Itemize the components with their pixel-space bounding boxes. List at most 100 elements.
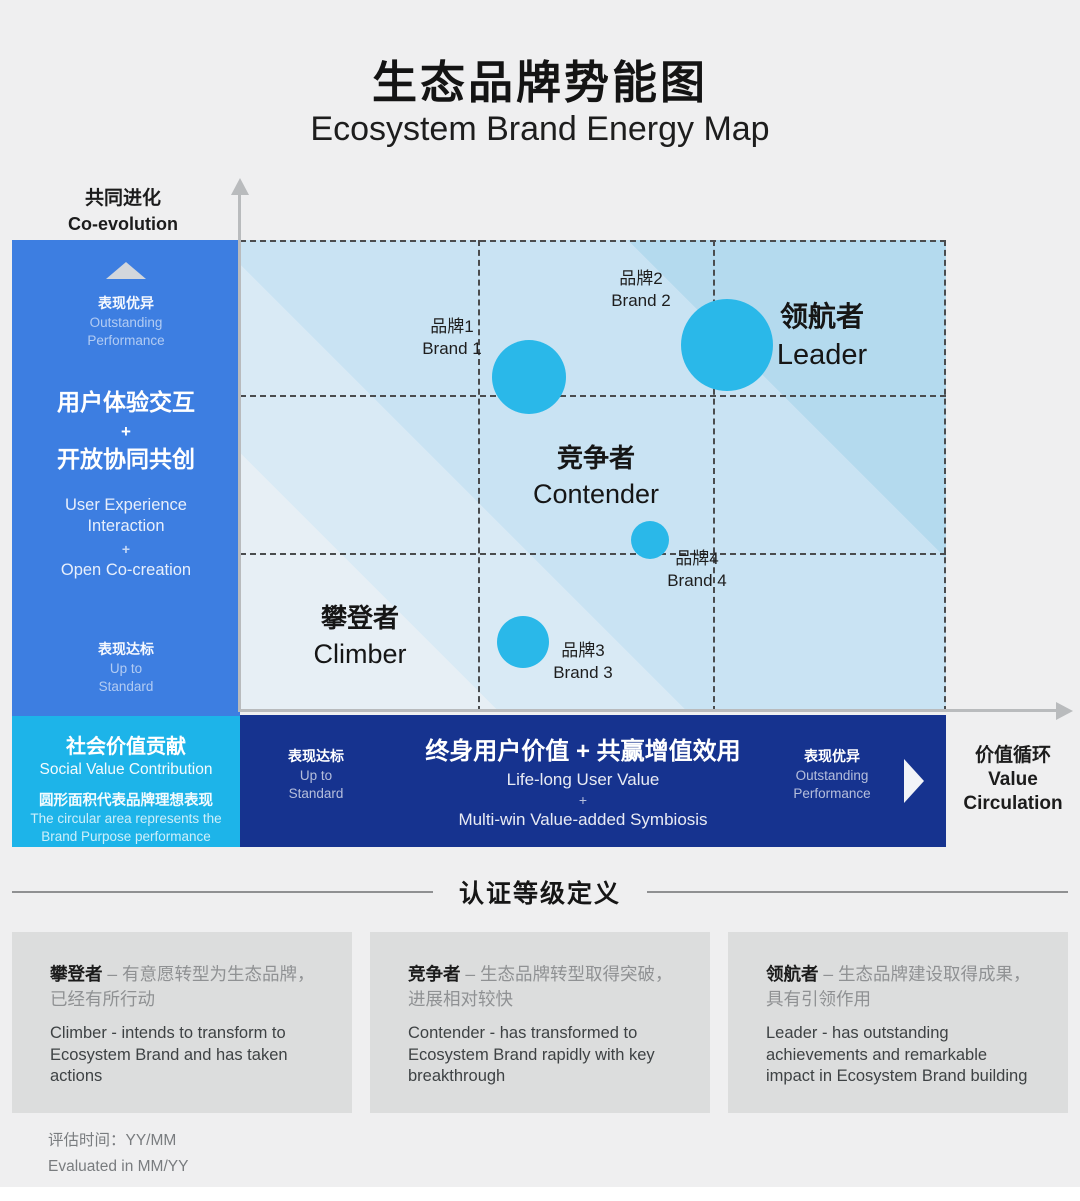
x-scale-left-zh: 表现达标 — [288, 748, 344, 764]
bubble-note-en2: Brand Purpose performance — [41, 828, 211, 844]
y-dim-en3: Open Co-creation — [60, 561, 192, 580]
zone-climber-zh: 攀登者 — [320, 603, 399, 633]
y-scale-bottom-zh: 表现达标 — [98, 641, 154, 657]
y-axis-dimension: 用户体验交互 + 开放协同共创 User Experience Interact… — [12, 388, 240, 582]
card-zh-rest: – 生态品牌转型取得突破，进展相对较快 — [408, 964, 673, 1010]
card-zh-rest: – 有意愿转型为生态品牌，已经有所行动 — [50, 964, 315, 1010]
social-value-zh: 社会价值贡献 — [66, 736, 186, 758]
evaluation-time-zh: 评估时间：YY/MM — [48, 1132, 177, 1149]
bubble-note-en1: The circular area represents the — [30, 811, 222, 826]
x-scale-right-en1: Outstanding — [795, 767, 869, 783]
y-scale-bottom: 表现达标 Up to Standard — [12, 640, 240, 697]
x-axis-label-en2: Circulation — [963, 792, 1063, 814]
zone-contender-zh: 竞争者 — [556, 443, 635, 473]
evaluation-time-en: Evaluated in MM/YY — [48, 1158, 189, 1176]
gridline-vertical — [478, 240, 480, 712]
x-axis-arrow-icon — [1056, 702, 1073, 720]
definition-card-contender: 竞争者 – 生态品牌转型取得突破，进展相对较快 Contender - has … — [370, 932, 710, 1113]
definition-card-climber: 攀登者 – 有意愿转型为生态品牌，已经有所行动 Climber - intend… — [12, 932, 352, 1113]
x-axis-dimension: 终身用户价值 + 共赢增值效用 Life-long User Value + M… — [360, 731, 806, 830]
definitions-heading: 认证等级定义 — [459, 880, 622, 908]
x-scale-right-zh: 表现优异 — [804, 748, 860, 764]
y-axis-panel: 表现优异 Outstanding Performance 用户体验交互 + 开放… — [12, 240, 240, 716]
y-axis-arrow-icon — [231, 178, 249, 195]
y-dim-plus: + — [121, 421, 131, 441]
x-dim-en1: Life-long User Value — [506, 770, 660, 789]
bubble-brand-4 — [631, 521, 669, 559]
card-zh-line: 竞争者 – 生态品牌转型取得突破，进展相对较快 — [408, 962, 680, 1013]
bubble-brand-3 — [497, 616, 549, 668]
y-scale-top-zh: 表现优异 — [98, 295, 154, 311]
social-value-box: 社会价值贡献 Social Value Contribution 圆形面积代表品… — [12, 716, 240, 847]
x-axis-label-en1: Value — [988, 768, 1038, 790]
y-axis-label-zh: 共同进化 — [84, 188, 161, 209]
y-dim-en1: User Experience — [65, 495, 187, 514]
y-scale-bottom-en1: Up to — [109, 660, 143, 676]
y-scale-top-en1: Outstanding — [89, 314, 163, 330]
zone-label-climber: 攀登者 Climber — [270, 598, 450, 670]
gridline-vertical — [944, 240, 946, 712]
x-axis-label: 价值循环 Value Circulation — [948, 744, 1078, 815]
card-en: Climber - intends to transform to Ecosys… — [50, 1023, 288, 1086]
definition-card-leader: 领航者 – 生态品牌建设取得成果，具有引领作用 Leader - has out… — [728, 932, 1068, 1113]
card-en: Contender - has transformed to Ecosystem… — [408, 1023, 655, 1086]
y-dim-zh2: 开放协同共创 — [57, 446, 195, 473]
card-term: 攀登者 — [50, 964, 103, 984]
zone-label-leader: 领航者 Leader — [732, 295, 912, 372]
bubble-note-en: The circular area represents the Brand P… — [12, 810, 240, 845]
x-dim-en2: Multi-win Value-added Symbiosis — [458, 810, 708, 829]
y-axis-line — [238, 194, 241, 712]
x-scale-right: 表现优异 Outstanding Performance — [772, 747, 892, 804]
plot-area: 领航者 Leader 竞争者 Contender 攀登者 Climber 品牌1… — [240, 240, 946, 712]
x-axis-panel: 表现达标 Up to Standard 终身用户价值 + 共赢增值效用 Life… — [240, 715, 946, 847]
gridline-horizontal — [240, 553, 946, 555]
y-dim-en2: Interaction — [87, 517, 165, 536]
card-en: Leader - has outstanding achievements an… — [766, 1023, 1028, 1086]
zone-climber-en: Climber — [313, 639, 407, 669]
y-dim-en-plus: + — [121, 540, 131, 557]
card-term: 领航者 — [766, 964, 819, 984]
y-dim-zh1: 用户体验交互 — [57, 389, 195, 415]
y-axis-label-en: Co-evolution — [68, 213, 178, 234]
x-dim-plus: + — [578, 792, 588, 808]
y-scale-top: 表现优异 Outstanding Performance — [12, 294, 240, 351]
card-zh-line: 领航者 – 生态品牌建设取得成果，具有引领作用 — [766, 962, 1038, 1013]
definition-cards: 攀登者 – 有意愿转型为生态品牌，已经有所行动 Climber - intend… — [12, 932, 1068, 1113]
up-triangle-icon — [106, 262, 146, 279]
zone-leader-zh: 领航者 — [779, 301, 864, 332]
gridline-vertical — [713, 240, 715, 712]
zone-label-contender: 竞争者 Contender — [496, 438, 696, 510]
page-title-zh: 生态品牌势能图 — [371, 57, 708, 108]
gridline-horizontal — [240, 240, 946, 242]
y-axis-label: 共同进化 Co-evolution — [28, 186, 218, 236]
card-term: 竞争者 — [408, 964, 461, 984]
x-scale-left-en1: Up to — [299, 767, 333, 783]
x-scale-left: 表现达标 Up to Standard — [256, 747, 376, 804]
divider-line — [12, 891, 433, 893]
gridline-horizontal — [240, 395, 946, 397]
zone-contender-en: Contender — [532, 479, 660, 509]
bubble-brand-2 — [681, 299, 773, 391]
page-title-en: Ecosystem Brand Energy Map — [310, 110, 770, 148]
card-zh-line: 攀登者 – 有意愿转型为生态品牌，已经有所行动 — [50, 962, 322, 1013]
card-zh-rest: – 生态品牌建设取得成果，具有引领作用 — [766, 964, 1031, 1010]
bottom-margin — [0, 1187, 1080, 1201]
definitions-divider: 认证等级定义 — [12, 874, 1069, 910]
y-scale-bottom-en2: Standard — [98, 679, 154, 695]
x-axis-label-zh: 价值循环 — [974, 745, 1051, 766]
social-value-en: Social Value Contribution — [39, 761, 213, 778]
x-axis-line — [240, 709, 1058, 712]
divider-line — [647, 891, 1069, 893]
bubble-brand-1 — [492, 340, 566, 414]
x-scale-right-en2: Performance — [793, 786, 871, 802]
evaluation-time: 评估时间：YY/MM Evaluated in MM/YY — [48, 1128, 188, 1181]
bubble-note-zh: 圆形面积代表品牌理想表现 — [39, 793, 213, 809]
x-dim-zh: 终身用户价值 + 共赢增值效用 — [425, 738, 741, 765]
zone-leader-en: Leader — [776, 339, 868, 371]
x-scale-left-en2: Standard — [288, 786, 344, 802]
